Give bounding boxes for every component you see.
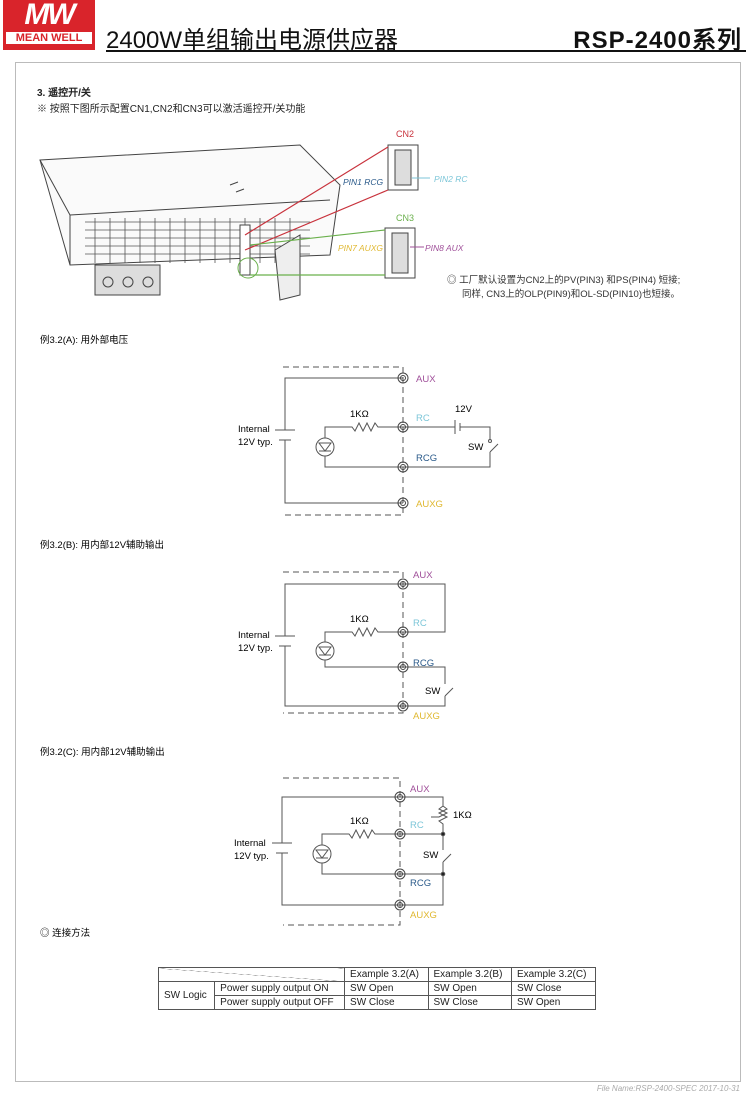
table-corner-cell	[157, 967, 346, 982]
table-row: Power supply output OFF SW Close SW Clos…	[159, 995, 597, 1010]
row-label: Power supply output ON	[214, 981, 346, 996]
pin7-label: PIN7 AUXG	[338, 243, 383, 253]
row-label: Power supply output OFF	[214, 995, 346, 1010]
pin8-label: PIN8 AUX	[425, 243, 464, 253]
cn3-leader-lines	[249, 229, 386, 276]
pullup-resistor-label: 1KΩ	[453, 810, 472, 821]
rc-label: RC	[410, 820, 424, 831]
table-cell: SW Open	[510, 995, 597, 1010]
rcg-label: RCG	[413, 658, 434, 669]
pin1-label: PIN1 RCG	[343, 177, 384, 187]
auxg-label: AUXG	[413, 711, 440, 722]
example-a-caption: 例3.2(A): 用外部电压	[40, 334, 129, 346]
cn2-connector	[387, 144, 419, 191]
cn3-label: CN3	[396, 213, 414, 223]
table-cell: SW Close	[427, 995, 512, 1010]
auxg-label: AUXG	[416, 499, 443, 510]
logo-text: MEAN WELL	[6, 32, 92, 44]
auxg-label: AUXG	[410, 910, 437, 921]
table-header-row: Example 3.2(A) Example 3.2(B) Example 3.…	[157, 967, 597, 982]
table-header: Example 3.2(C)	[510, 967, 597, 982]
connection-method-label: ◎ 连接方法	[40, 927, 90, 939]
rc-label: RC	[416, 413, 430, 424]
switch-label: SW	[423, 850, 438, 861]
file-name-footer: File Name:RSP-2400-SPEC 2017-10-31	[596, 1084, 740, 1093]
switch-label: SW	[425, 686, 440, 697]
table-cell: SW Open	[344, 981, 429, 996]
section-note: ※ 按照下图所示配置CN1,CN2和CN3可以激活遥控开/关功能	[37, 104, 306, 115]
internal-voltage-label: 12V typ.	[238, 643, 273, 654]
product-drawing	[39, 144, 341, 301]
internal-voltage-label: 12V typ.	[238, 437, 273, 448]
remark-line-1: ◎ 工厂默认设置为CN2上的PV(PIN3) 和PS(PIN4) 短接;	[447, 274, 680, 286]
remark-line-2: 同样, CN3上的OLP(PIN9)和OL-SD(PIN10)也短接。	[462, 288, 680, 300]
table-header: Example 3.2(A)	[344, 967, 429, 982]
page-title: 2400W单组输出电源供应器	[106, 27, 399, 54]
aux-label: AUX	[410, 784, 430, 795]
internal-voltage-label: 12V typ.	[234, 851, 269, 862]
row-group-label: SW Logic	[157, 981, 216, 1010]
aux-label: AUX	[413, 570, 433, 581]
sw-logic-table: Example 3.2(A) Example 3.2(B) Example 3.…	[157, 967, 597, 1010]
resistor-label: 1KΩ	[350, 409, 369, 420]
rcg-label: RCG	[416, 453, 437, 464]
internal-label: Internal	[234, 838, 266, 849]
resistor-label: 1KΩ	[350, 816, 369, 827]
resistor-label: 1KΩ	[350, 614, 369, 625]
table-header: Example 3.2(B)	[427, 967, 512, 982]
mean-well-logo: MW MEAN WELL	[3, 0, 95, 50]
example-b-caption: 例3.2(B): 用内部12V辅助输出	[40, 539, 164, 551]
section-heading: 3. 遥控开/关	[37, 88, 91, 99]
table-cell: SW Open	[427, 981, 512, 996]
rcg-label: RCG	[410, 878, 431, 889]
table-cell: SW Close	[510, 981, 597, 996]
cn3-connector	[384, 227, 416, 279]
aux-label: AUX	[416, 374, 436, 385]
logo-mark: MW	[24, 0, 75, 31]
circuit-a	[275, 366, 499, 516]
circuit-b	[275, 571, 454, 714]
table-row: SW Logic Power supply output ON SW Open …	[157, 981, 597, 1010]
external-voltage-label: 12V	[455, 404, 473, 415]
content-frame	[15, 62, 741, 1082]
rc-label: RC	[413, 618, 427, 629]
cn2-leader-lines	[244, 146, 389, 251]
example-c-caption: 例3.2(C): 用内部12V辅助输出	[40, 746, 165, 758]
cn2-label: CN2	[396, 129, 414, 139]
table-cell: SW Close	[344, 995, 429, 1010]
header-divider	[106, 50, 746, 52]
internal-label: Internal	[238, 630, 270, 641]
circuit-c	[272, 777, 452, 926]
internal-label: Internal	[238, 424, 270, 435]
switch-label: SW	[468, 442, 483, 453]
pin2-label: PIN2 RC	[434, 174, 468, 184]
series-title: RSP-2400系列	[573, 27, 742, 54]
